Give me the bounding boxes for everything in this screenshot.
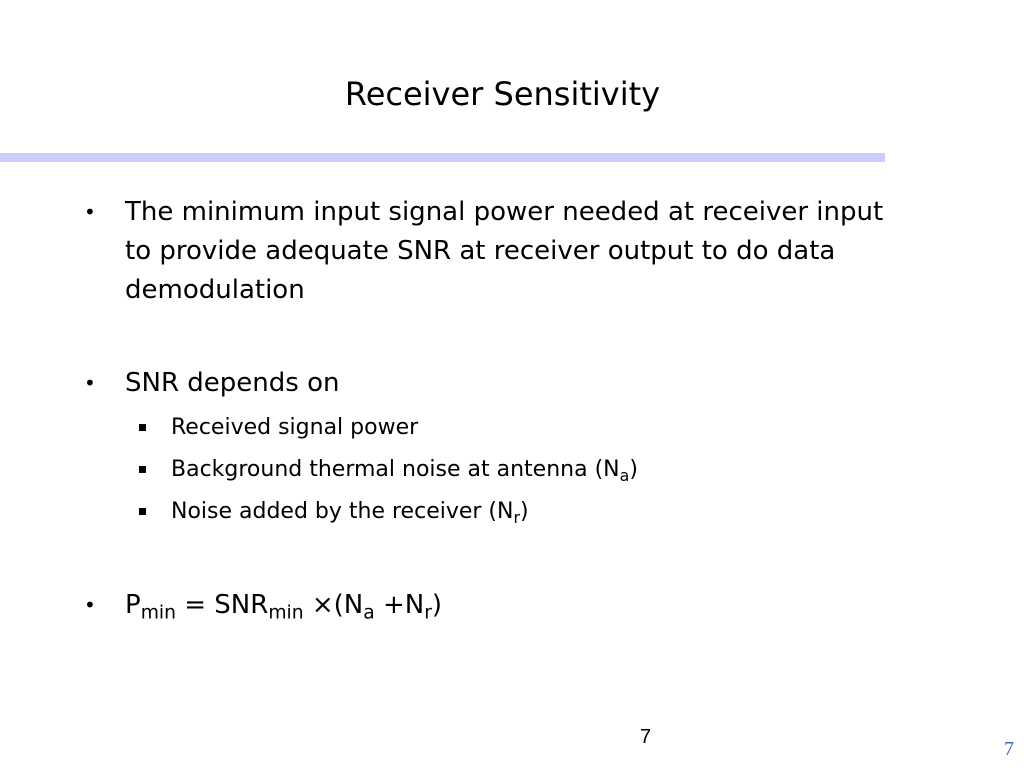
bullet-text: SNR depends on xyxy=(125,368,340,398)
formula-plus-nr: +N xyxy=(374,590,425,620)
subscript-r: r xyxy=(513,507,520,527)
formula-na-subscript: a xyxy=(363,602,375,624)
footer-page-number: 7 xyxy=(640,726,652,748)
sub-bullet-text: Received signal power xyxy=(171,415,419,440)
bullet-line: demodulation xyxy=(125,275,305,305)
subscript-a: a xyxy=(619,465,630,485)
bullet-dot-icon: • xyxy=(84,371,96,395)
formula-snr-subscript: min xyxy=(268,602,304,624)
bullet-text: The minimum input signal power needed at… xyxy=(125,193,1005,310)
bullet-dot-icon: • xyxy=(84,200,96,224)
square-bullet-icon xyxy=(139,424,146,431)
title-underline-bar xyxy=(0,153,885,162)
formula-close-paren: ) xyxy=(431,590,443,620)
square-bullet-icon xyxy=(139,466,146,473)
square-bullet-icon xyxy=(139,508,146,515)
sub-bullet-suffix: ) xyxy=(520,499,529,524)
formula-equals-snr: = SNR xyxy=(175,590,269,620)
bullet-dot-icon: • xyxy=(84,593,96,617)
formula-p: P xyxy=(125,590,141,620)
bullet-line: The minimum input signal power needed at… xyxy=(125,197,884,227)
formula-p-subscript: min xyxy=(140,602,176,624)
sub-bullet-suffix: ) xyxy=(629,457,638,482)
formula: Pmin = SNRmin ×(Na +Nr) xyxy=(125,586,1005,625)
sub-bullet-text: Background thermal noise at antenna (N xyxy=(171,457,620,482)
bullet-line: to provide adequate SNR at receiver outp… xyxy=(125,236,836,266)
corner-page-number: 7 xyxy=(1004,738,1014,760)
formula-nr-subscript: r xyxy=(424,602,432,624)
sub-bullet-text: Noise added by the receiver (N xyxy=(171,499,514,524)
slide-title: Receiver Sensitivity xyxy=(344,75,661,113)
formula-times-na: ×(N xyxy=(303,590,364,620)
